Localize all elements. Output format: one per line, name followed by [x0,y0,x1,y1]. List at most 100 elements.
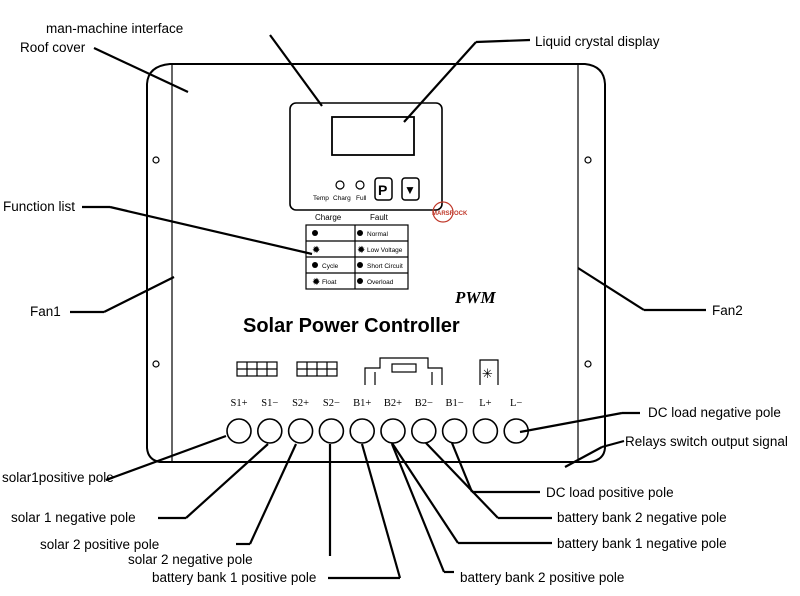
charge-row-4: Float [322,279,337,286]
device-title: Solar Power Controller [243,315,460,337]
sun-panel-icon: ✹ [312,245,320,256]
table-dot-icon [312,230,318,236]
table-dot-icon [312,262,318,268]
label-relays-switch-output-signal: Relays switch output signal [625,434,788,449]
led-label-temp: Temp [313,195,329,202]
callout-labels: man-machine interface Roof cover Liquid … [2,21,788,585]
mount-hole-top-right [584,156,592,164]
led-temp [335,180,345,190]
button-p[interactable] [374,177,393,201]
terminal-label: B2+ [384,398,402,409]
terminal-label: L+ [479,398,491,409]
lamp-icon: ✳ [482,366,493,381]
function-table: Charge Fault ✹ ✹ ✹ Normal Low Voltage Cy… [305,213,409,290]
leader-bb1p-2 [360,443,402,579]
table-header-charge: Charge [315,213,342,222]
led-label-full: Full [356,195,367,202]
terminal-block: S1+ S1− S2+ S2− B1+ B2+ B2− B1− L+ L− [226,398,530,444]
leader-s1n-2 [185,443,269,519]
leader-relays-1 [601,439,625,449]
button-down[interactable] [401,177,420,201]
leader-roof-cover [93,47,189,93]
pwm-label: PWM [454,288,497,307]
battery-bank-icon [364,357,443,385]
watermark-logo [432,201,454,223]
label-battery-bank1-positive-pole: battery bank 1 positive pole [152,570,316,585]
terminal-label: S1− [261,398,278,409]
leader-man-machine [269,34,323,107]
terminal-symbols: ✳ [236,357,499,385]
label-function-list: Function list [3,199,75,214]
table-header-fault: Fault [370,213,389,222]
label-solar1-negative-pole: solar 1 negative pole [11,510,136,525]
button-down-glyph: ▼ [404,183,416,197]
table-dot-icon [357,262,363,268]
leader-s1p-2 [105,434,227,482]
label-battery-bank2-positive-pole: battery bank 2 positive pole [460,570,624,585]
fault-row-4: Overload [367,279,394,286]
label-man-machine-interface: man-machine interface [46,21,183,36]
table-dot-icon [357,278,363,284]
terminal-label: B1− [446,398,464,409]
led-label-charg: Charg [333,195,351,202]
leader-relays-2 [564,446,603,468]
fault-row-3: Short Circuit [367,263,403,270]
terminal-label: B1+ [353,398,371,409]
terminal-screw [441,418,468,444]
leader-fan1-2 [103,276,175,313]
leader-bb1n-2 [391,442,459,544]
terminal-screw [410,418,437,444]
terminal-label: S2+ [292,398,309,409]
terminal-label: L− [510,398,522,409]
leader-lcd-1 [475,38,531,44]
terminal-screw [380,418,406,444]
solar-panel-2-icon [296,361,338,377]
solar-panel-1-icon [236,361,278,377]
leader-s2p-2 [249,443,297,545]
terminal-screw [256,418,283,444]
leader-lines [70,34,706,580]
sun-panel-icon: ✹ [357,245,365,256]
leader-dcpos-2 [450,442,474,493]
mount-hole-top-left [152,156,160,164]
sun-panel-icon: ✹ [312,277,320,288]
button-p-glyph: P [378,182,387,198]
label-solar2-negative-pole: solar 2 negative pole [128,552,253,567]
leader-function-list-2 [109,205,313,256]
terminal-label: S1+ [230,398,247,409]
fault-row-2: Low Voltage [367,247,403,254]
label-battery-bank1-negative-pole: battery bank 1 negative pole [557,536,727,551]
terminal-label: B2− [415,398,433,409]
label-liquid-crystal-display: Liquid crystal display [535,34,660,49]
terminal-screw [349,418,376,444]
label-solar2-positive-pole: solar 2 positive pole [40,537,159,552]
leader-lcd-2 [403,41,477,123]
terminal-screw [318,418,345,444]
fault-row-1: Normal [367,231,389,238]
label-fan2: Fan2 [712,303,743,318]
watermark-text: MARSROCK [432,211,468,217]
label-solar1-positive-pole: solar1positive pole [2,470,114,485]
leader-bb2n-2 [425,442,499,519]
mount-hole-bottom-left [152,360,160,368]
load-lamp-icon: ✳ [479,359,499,385]
terminal-label: S2− [323,398,340,409]
leader-dc-neg-2 [519,411,623,434]
label-dc-load-positive-pole: DC load positive pole [546,485,674,500]
leader-fan2-2 [577,267,645,311]
label-roof-cover: Roof cover [20,40,86,55]
lcd-screen [331,116,415,156]
terminal-screw [287,418,314,444]
leader-bb2p-2 [390,443,446,573]
display-panel: Temp Charg Full P ▼ MARSROCK [289,102,468,223]
terminal-screw [472,418,499,444]
terminal-screw [226,418,252,444]
label-dc-load-negative-pole: DC load negative pole [648,405,781,420]
label-battery-bank2-negative-pole: battery bank 2 negative pole [557,510,727,525]
charge-row-3: Cycle [322,263,339,270]
panel-frame [289,102,443,211]
table-dot-icon [357,230,363,236]
label-fan1: Fan1 [30,304,61,319]
mount-hole-bottom-right [584,360,592,368]
